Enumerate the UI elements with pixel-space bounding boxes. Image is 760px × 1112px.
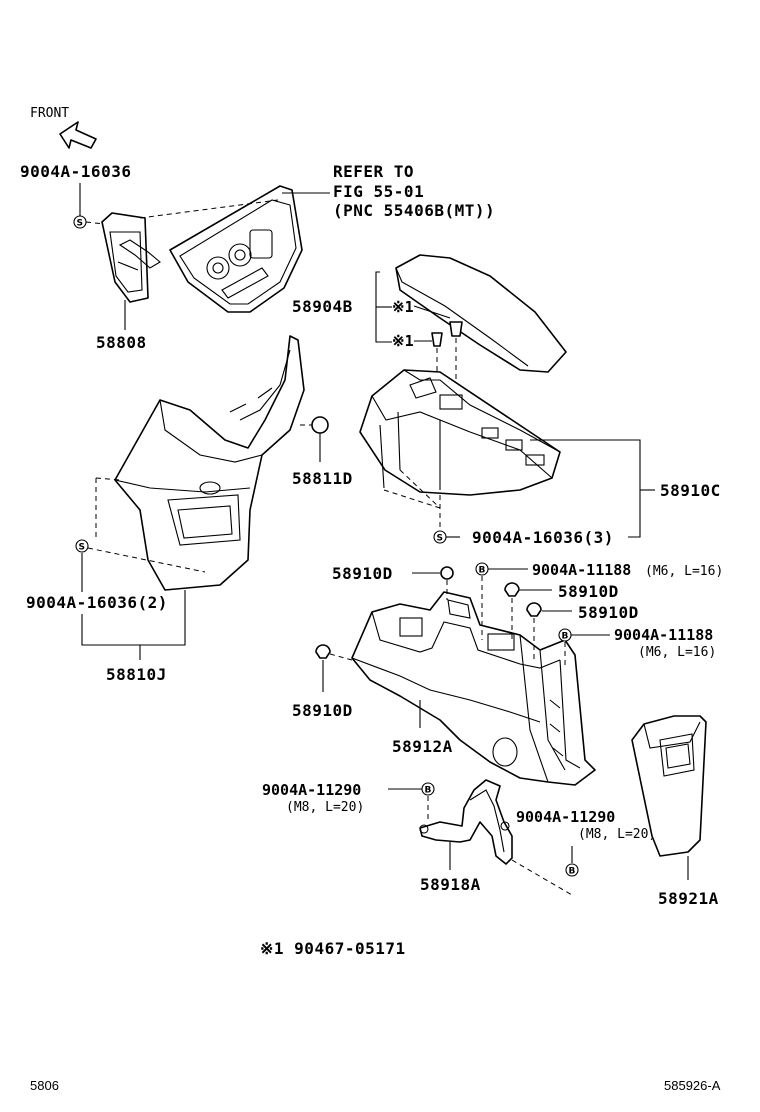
part-58910D-d: 58910D: [292, 701, 353, 720]
part-9004A-11188-a: 9004A-11188: [532, 561, 631, 579]
part-58910C-rear-console-upper: [359, 369, 561, 496]
clip-icon: [315, 644, 331, 659]
front-indicator: FRONT: [30, 106, 97, 149]
footer-left-code: 5806: [30, 1078, 59, 1093]
part-58811D: 58811D: [292, 469, 353, 488]
part-58808-shift-bezel: [101, 212, 161, 303]
refer-line-2: FIG 55-01: [333, 182, 424, 201]
part-58904B: 58904B: [292, 297, 353, 316]
part-58921A-side-cover: [631, 715, 707, 857]
bolt-symbol-label: B: [569, 867, 576, 877]
part-58910D-c: 58910D: [578, 603, 639, 622]
part-58811D-clip: [311, 416, 329, 445]
part-mark1-b: ※1: [392, 332, 414, 350]
part-58904B-console-lid: [395, 254, 567, 373]
part-9004A-16036-3: 9004A-16036(3): [472, 528, 614, 547]
clip-icon: [526, 602, 542, 617]
clip-icon: [431, 332, 443, 347]
part-58918A: 58918A: [420, 875, 481, 894]
part-9004A-16036-2: 9004A-16036(2): [26, 593, 168, 612]
part-58912A-console-body: [351, 591, 596, 786]
footnote-mark1: ※1 90467-05171: [260, 939, 406, 958]
refer-note: REFER TO FIG 55-01 (PNC 55406B(MT)): [305, 162, 495, 220]
refer-line-3: (PNC 55406B(MT)): [333, 201, 495, 220]
bolt-symbol-label: B: [479, 566, 486, 576]
refer-line-1: REFER TO: [333, 162, 414, 181]
part-9004A-11290-b: 9004A-11290: [516, 808, 615, 826]
part-58810J: 58810J: [106, 665, 167, 684]
part-9004A-11188-a-spec: (M6, L=16): [645, 564, 723, 579]
part-9004A-11290-a: 9004A-11290: [262, 781, 361, 799]
footer-right-code: 585926-A: [664, 1078, 721, 1093]
part-58910D-b: 58910D: [558, 582, 619, 601]
bolt-symbol-b: [565, 863, 579, 877]
part-58921A: 58921A: [658, 889, 719, 908]
part-58808: 58808: [96, 333, 147, 352]
screw-symbol-s: [75, 539, 89, 553]
front-label: FRONT: [30, 106, 69, 121]
part-9004A-11290-b-spec: (M8, L=20): [578, 827, 656, 842]
upper-trim-panel: [169, 185, 303, 313]
bolt-symbol-label: B: [562, 632, 569, 642]
part-58910C: 58910C: [660, 481, 721, 500]
clip-icon: [449, 321, 463, 337]
clip-icon: [440, 566, 454, 580]
part-9004A-11188-b-spec: (M6, L=16): [638, 645, 716, 660]
part-58910D-a: 58910D: [332, 564, 393, 583]
front-arrow-icon: [59, 121, 97, 149]
part-58918A-bracket: [419, 779, 513, 865]
part-9004A-16036-top: 9004A-16036: [20, 162, 131, 181]
part-9004A-11290-a-spec: (M8, L=20): [286, 800, 364, 815]
part-mark1-a: ※1: [392, 298, 414, 316]
clip-icon: [504, 582, 520, 597]
part-9004A-11188-b: 9004A-11188: [614, 626, 713, 644]
screw-symbol-label: S: [79, 543, 85, 553]
part-58912A: 58912A: [392, 737, 453, 756]
screw-symbol-label: S: [437, 534, 443, 544]
bolt-symbol-label: B: [425, 786, 432, 796]
part-58810J-lower-panel: [114, 335, 305, 591]
screw-symbol-label: S: [77, 219, 83, 229]
